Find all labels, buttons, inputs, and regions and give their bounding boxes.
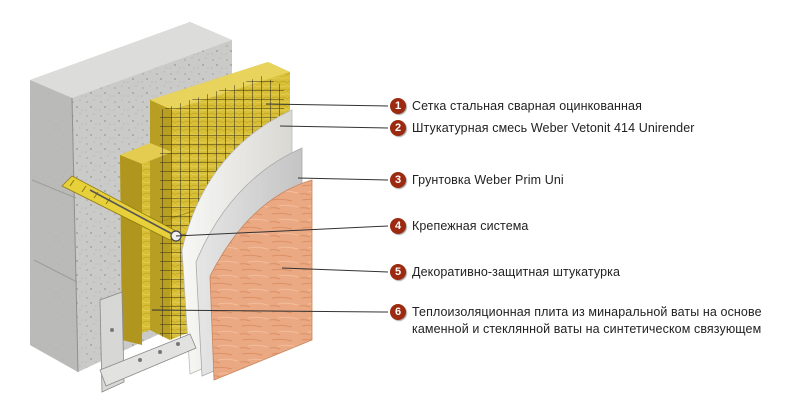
callout-number-badge: 2 xyxy=(390,120,406,136)
callout-label: Грунтовка Weber Prim Uni xyxy=(412,173,564,187)
callout-label: Декоративно-защитная штукатурка xyxy=(412,265,621,279)
callout-number-badge: 3 xyxy=(390,172,406,188)
leader-line-5 xyxy=(281,267,389,273)
decorative-plaster-layer xyxy=(209,179,313,381)
base-profile xyxy=(99,291,197,393)
callout-number-badge: 6 xyxy=(390,304,406,320)
callout-5: 5 Декоративно-защитная штукатурка xyxy=(390,264,620,281)
leader-line-4 xyxy=(175,225,389,237)
callout-1: 1 Сетка стальная сварная оцинкованная xyxy=(390,98,642,115)
callout-3: 3 Грунтовка Weber Prim Uni xyxy=(390,172,564,189)
callout-label: Сетка стальная сварная оцинкованная xyxy=(412,99,642,113)
leader-lines xyxy=(151,103,389,313)
leader-line-2 xyxy=(279,125,389,129)
callout-label: Крепежная система xyxy=(412,219,529,233)
callout-number-badge: 4 xyxy=(390,218,406,234)
anchor-dowel xyxy=(61,175,182,242)
callout-label: Теплоизоляционная плита из минаральной в… xyxy=(412,304,762,338)
callout-number-badge: 1 xyxy=(390,98,406,114)
callout-4: 4 Крепежная система xyxy=(390,218,529,235)
callout-label-line-2: каменной и стеклянной ваты на синтетичес… xyxy=(412,322,762,336)
leader-line-6 xyxy=(151,309,389,313)
callout-label-line-1: Теплоизоляционная плита из минаральной в… xyxy=(412,305,762,319)
callout-2: 2 Штукатурная смесь Weber Vetonit 414 Un… xyxy=(390,120,695,137)
callout-number-badge: 5 xyxy=(390,264,406,280)
leader-line-1 xyxy=(265,103,389,107)
callout-6: 6 Теплоизоляционная плита из минаральной… xyxy=(390,304,762,338)
callout-label: Штукатурная смесь Weber Vetonit 414 Unir… xyxy=(412,121,695,135)
leader-line-3 xyxy=(297,177,389,181)
